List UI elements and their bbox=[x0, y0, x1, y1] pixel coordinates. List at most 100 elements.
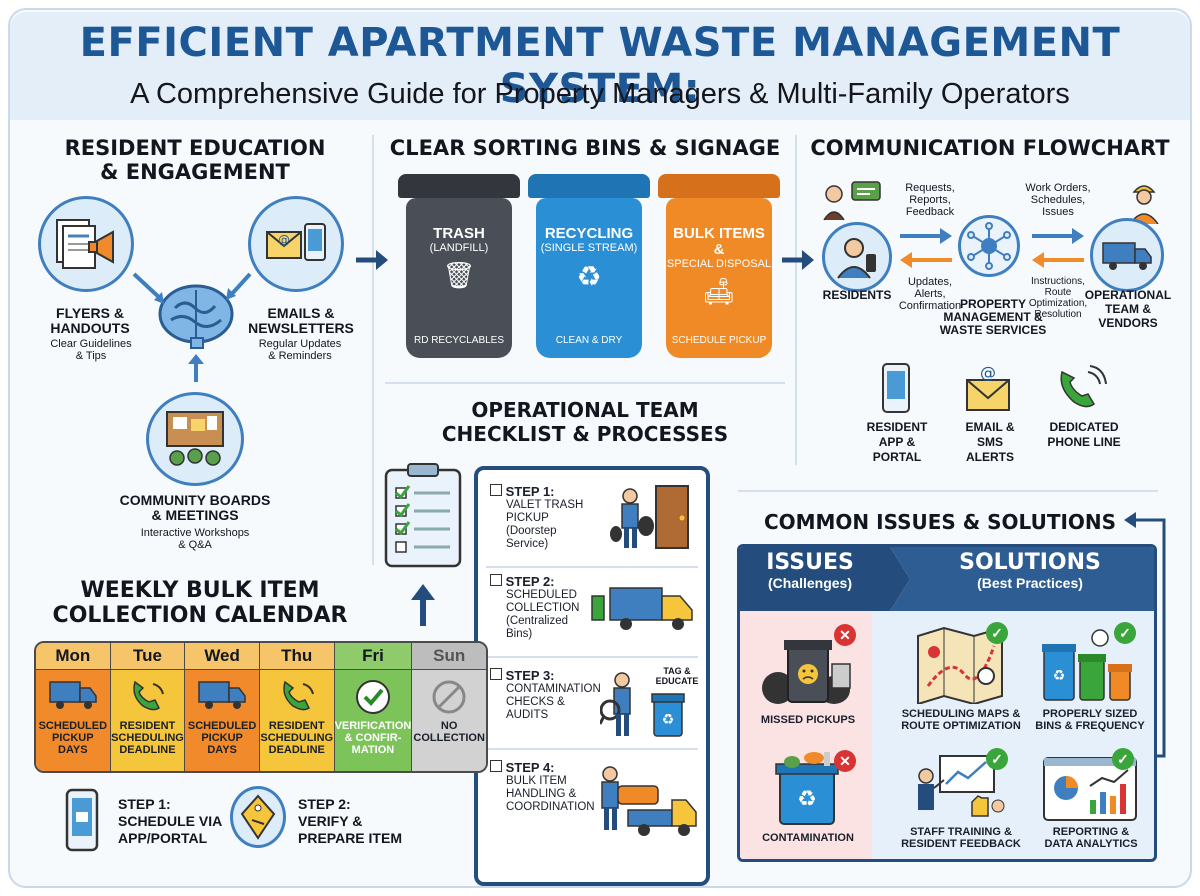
phone-line-icon bbox=[1054, 364, 1108, 412]
step1-l2: PICKUP bbox=[506, 512, 549, 524]
bins-title: CLEAR SORTING BINS & SIGNAGE bbox=[389, 136, 781, 160]
issues-head-title: ISSUES bbox=[766, 550, 854, 575]
resident-chat-icon bbox=[822, 180, 886, 224]
bin-trash-sub: (LANDFILL) bbox=[429, 242, 489, 254]
bin-bulk-lid bbox=[658, 174, 780, 198]
updates-line1: Updates, bbox=[907, 276, 953, 288]
education-arrows bbox=[132, 272, 252, 382]
sol4-line2: DATA ANALYTICS bbox=[1044, 838, 1138, 850]
bulk-handling-icon bbox=[594, 760, 698, 838]
requests-line1: Requests, bbox=[905, 182, 955, 194]
ops-step4: STEP 4: BULK ITEM HANDLING & COORDINATIO… bbox=[490, 760, 610, 814]
flyers-label-line2: HANDOUTS bbox=[50, 320, 130, 336]
ins-line1: Instructions, bbox=[1031, 276, 1085, 287]
divider-right bbox=[795, 135, 797, 465]
work-line2: Schedules, bbox=[1030, 194, 1086, 206]
pm-label: PROPERTY MANAGEMENT & WASTE SERVICES bbox=[928, 298, 1058, 337]
step3-title: STEP 3: bbox=[505, 668, 555, 683]
channel-app-line2: APP & bbox=[878, 435, 916, 449]
work-line1: Work Orders, bbox=[1025, 182, 1091, 194]
sol3-line1: STAFF TRAINING & bbox=[910, 826, 1012, 838]
flyers-sub: Clear Guidelines & Tips bbox=[36, 338, 146, 362]
boards-sub: Interactive Workshops & Q&A bbox=[100, 527, 290, 551]
page-subtitle: A Comprehensive Guide for Property Manag… bbox=[130, 78, 1070, 110]
sol3-check-icon: ✓ bbox=[986, 748, 1008, 770]
solutions-head-title: SOLUTIONS bbox=[959, 550, 1101, 575]
channel-phone-line1: DEDICATED bbox=[1049, 420, 1119, 434]
calendar-day-cell: VERIFICATION& CONFIR-MATION bbox=[334, 670, 412, 771]
calendar-day-label: Mon bbox=[36, 643, 110, 670]
channel-email-line3: ALERTS bbox=[966, 450, 1014, 464]
bin-recycling: RECYCLING (SINGLE STREAM) ♻ CLEAN & DRY bbox=[528, 170, 650, 366]
tag-educate-text: TAG & EDUCATE bbox=[654, 666, 700, 686]
emails-sub: Regular Updates & Reminders bbox=[240, 338, 360, 362]
ops-line1: OPERATIONAL bbox=[1084, 288, 1172, 302]
calendar-step2: STEP 2: VERIFY & PREPARE ITEM bbox=[298, 796, 418, 847]
step2-title: STEP 2: bbox=[505, 574, 555, 589]
calendar-day-text: SCHEDULING bbox=[260, 732, 334, 744]
ops-step1: STEP 1: VALET TRASH PICKUP (Doorstep Ser… bbox=[490, 484, 610, 551]
calendar-day-text: RESIDENT bbox=[268, 720, 325, 732]
calendar-day-text: PICKUP bbox=[201, 732, 243, 744]
sized-bins-icon: ♻ bbox=[1040, 628, 1140, 704]
education-title-line1: RESIDENT EDUCATION bbox=[64, 136, 326, 160]
ops-step3: STEP 3: CONTAMINATION CHECKS & AUDITS bbox=[490, 668, 610, 722]
channel-phone-label: DEDICATED PHONE LINE bbox=[1034, 420, 1134, 450]
step1-checkbox[interactable] bbox=[490, 484, 502, 496]
envelope-icon: @ bbox=[964, 363, 1012, 414]
emails-label: EMAILS & NEWSLETTERS bbox=[236, 306, 366, 336]
step3-checkbox[interactable] bbox=[490, 668, 502, 680]
calendar-day-label: Tue bbox=[110, 643, 185, 670]
calendar-step2-line2: VERIFY & bbox=[298, 813, 363, 829]
boards-label-line2: & MEETINGS bbox=[151, 507, 239, 523]
step3-l3: AUDITS bbox=[506, 709, 549, 721]
step4-title: STEP 4: bbox=[505, 760, 555, 775]
channel-email-line2: SMS bbox=[976, 435, 1003, 449]
pm-line3: WASTE SERVICES bbox=[939, 323, 1047, 337]
sol1-line1: SCHEDULING MAPS & bbox=[901, 708, 1021, 720]
step2-checkbox[interactable] bbox=[490, 574, 502, 586]
requests-text: Requests, Reports, Feedback bbox=[895, 182, 965, 218]
ins-line4: Resolution bbox=[1034, 309, 1082, 320]
calendar-day-text: DAYS bbox=[207, 744, 237, 756]
requests-line2: Reports, bbox=[909, 194, 951, 206]
calendar-day-label: Fri bbox=[334, 643, 412, 670]
boards-label-line1: COMMUNITY BOARDS bbox=[119, 492, 271, 508]
ops-sep1 bbox=[486, 566, 698, 568]
bin-bulk-sub: SPECIAL DISPOSAL bbox=[666, 258, 772, 270]
ops-title-line2: CHECKLIST & PROCESSES bbox=[441, 422, 729, 446]
ops-step2: STEP 2: SCHEDULED COLLECTION (Centralize… bbox=[490, 574, 610, 641]
sol2-check-icon: ✓ bbox=[1114, 622, 1136, 644]
step3-l2: CHECKS & bbox=[506, 696, 565, 708]
issues-title: COMMON ISSUES & SOLUTIONS bbox=[763, 510, 1117, 534]
contamination-label: CONTAMINATION bbox=[762, 832, 854, 844]
bin-recycling-body: RECYCLING (SINGLE STREAM) ♻ CLEAN & DRY bbox=[536, 198, 642, 358]
sol1-line2: ROUTE OPTIMIZATION bbox=[901, 720, 1021, 732]
calendar-step1-line2: SCHEDULE VIA bbox=[118, 813, 223, 829]
calendar-day-label: Thu bbox=[259, 643, 334, 670]
emails-label-line2: NEWSLETTERS bbox=[248, 320, 354, 336]
step2-l4: Bins) bbox=[506, 628, 533, 640]
updates-line2: Alerts, bbox=[914, 288, 946, 300]
ops-title-line1: OPERATIONAL TEAM bbox=[471, 398, 699, 422]
bin-trash-name: TRASH bbox=[433, 225, 485, 242]
bin-trash-foot: RD RECYCLABLES bbox=[413, 335, 505, 346]
step4-l1: BULK ITEM bbox=[506, 775, 567, 787]
step1-title: STEP 1: bbox=[505, 484, 555, 499]
step1-l3: (Doorstep bbox=[506, 525, 557, 537]
calendar-day-text: COLLECTION bbox=[413, 732, 485, 744]
boards-sub-line2: & Q&A bbox=[178, 539, 212, 551]
sol3-line2: RESIDENT FEEDBACK bbox=[901, 838, 1021, 850]
bin-bulk-body: BULK ITEMS & SPECIAL DISPOSAL 🛋 SCHEDULE… bbox=[666, 198, 772, 358]
community-board-icon bbox=[146, 392, 244, 486]
channel-app-line3: PORTAL bbox=[872, 450, 922, 464]
step4-checkbox[interactable] bbox=[490, 760, 502, 772]
pm-line2: MANAGEMENT & bbox=[943, 310, 1043, 324]
training-icon bbox=[912, 752, 1008, 822]
tag-line2: EDUCATE bbox=[655, 676, 699, 686]
